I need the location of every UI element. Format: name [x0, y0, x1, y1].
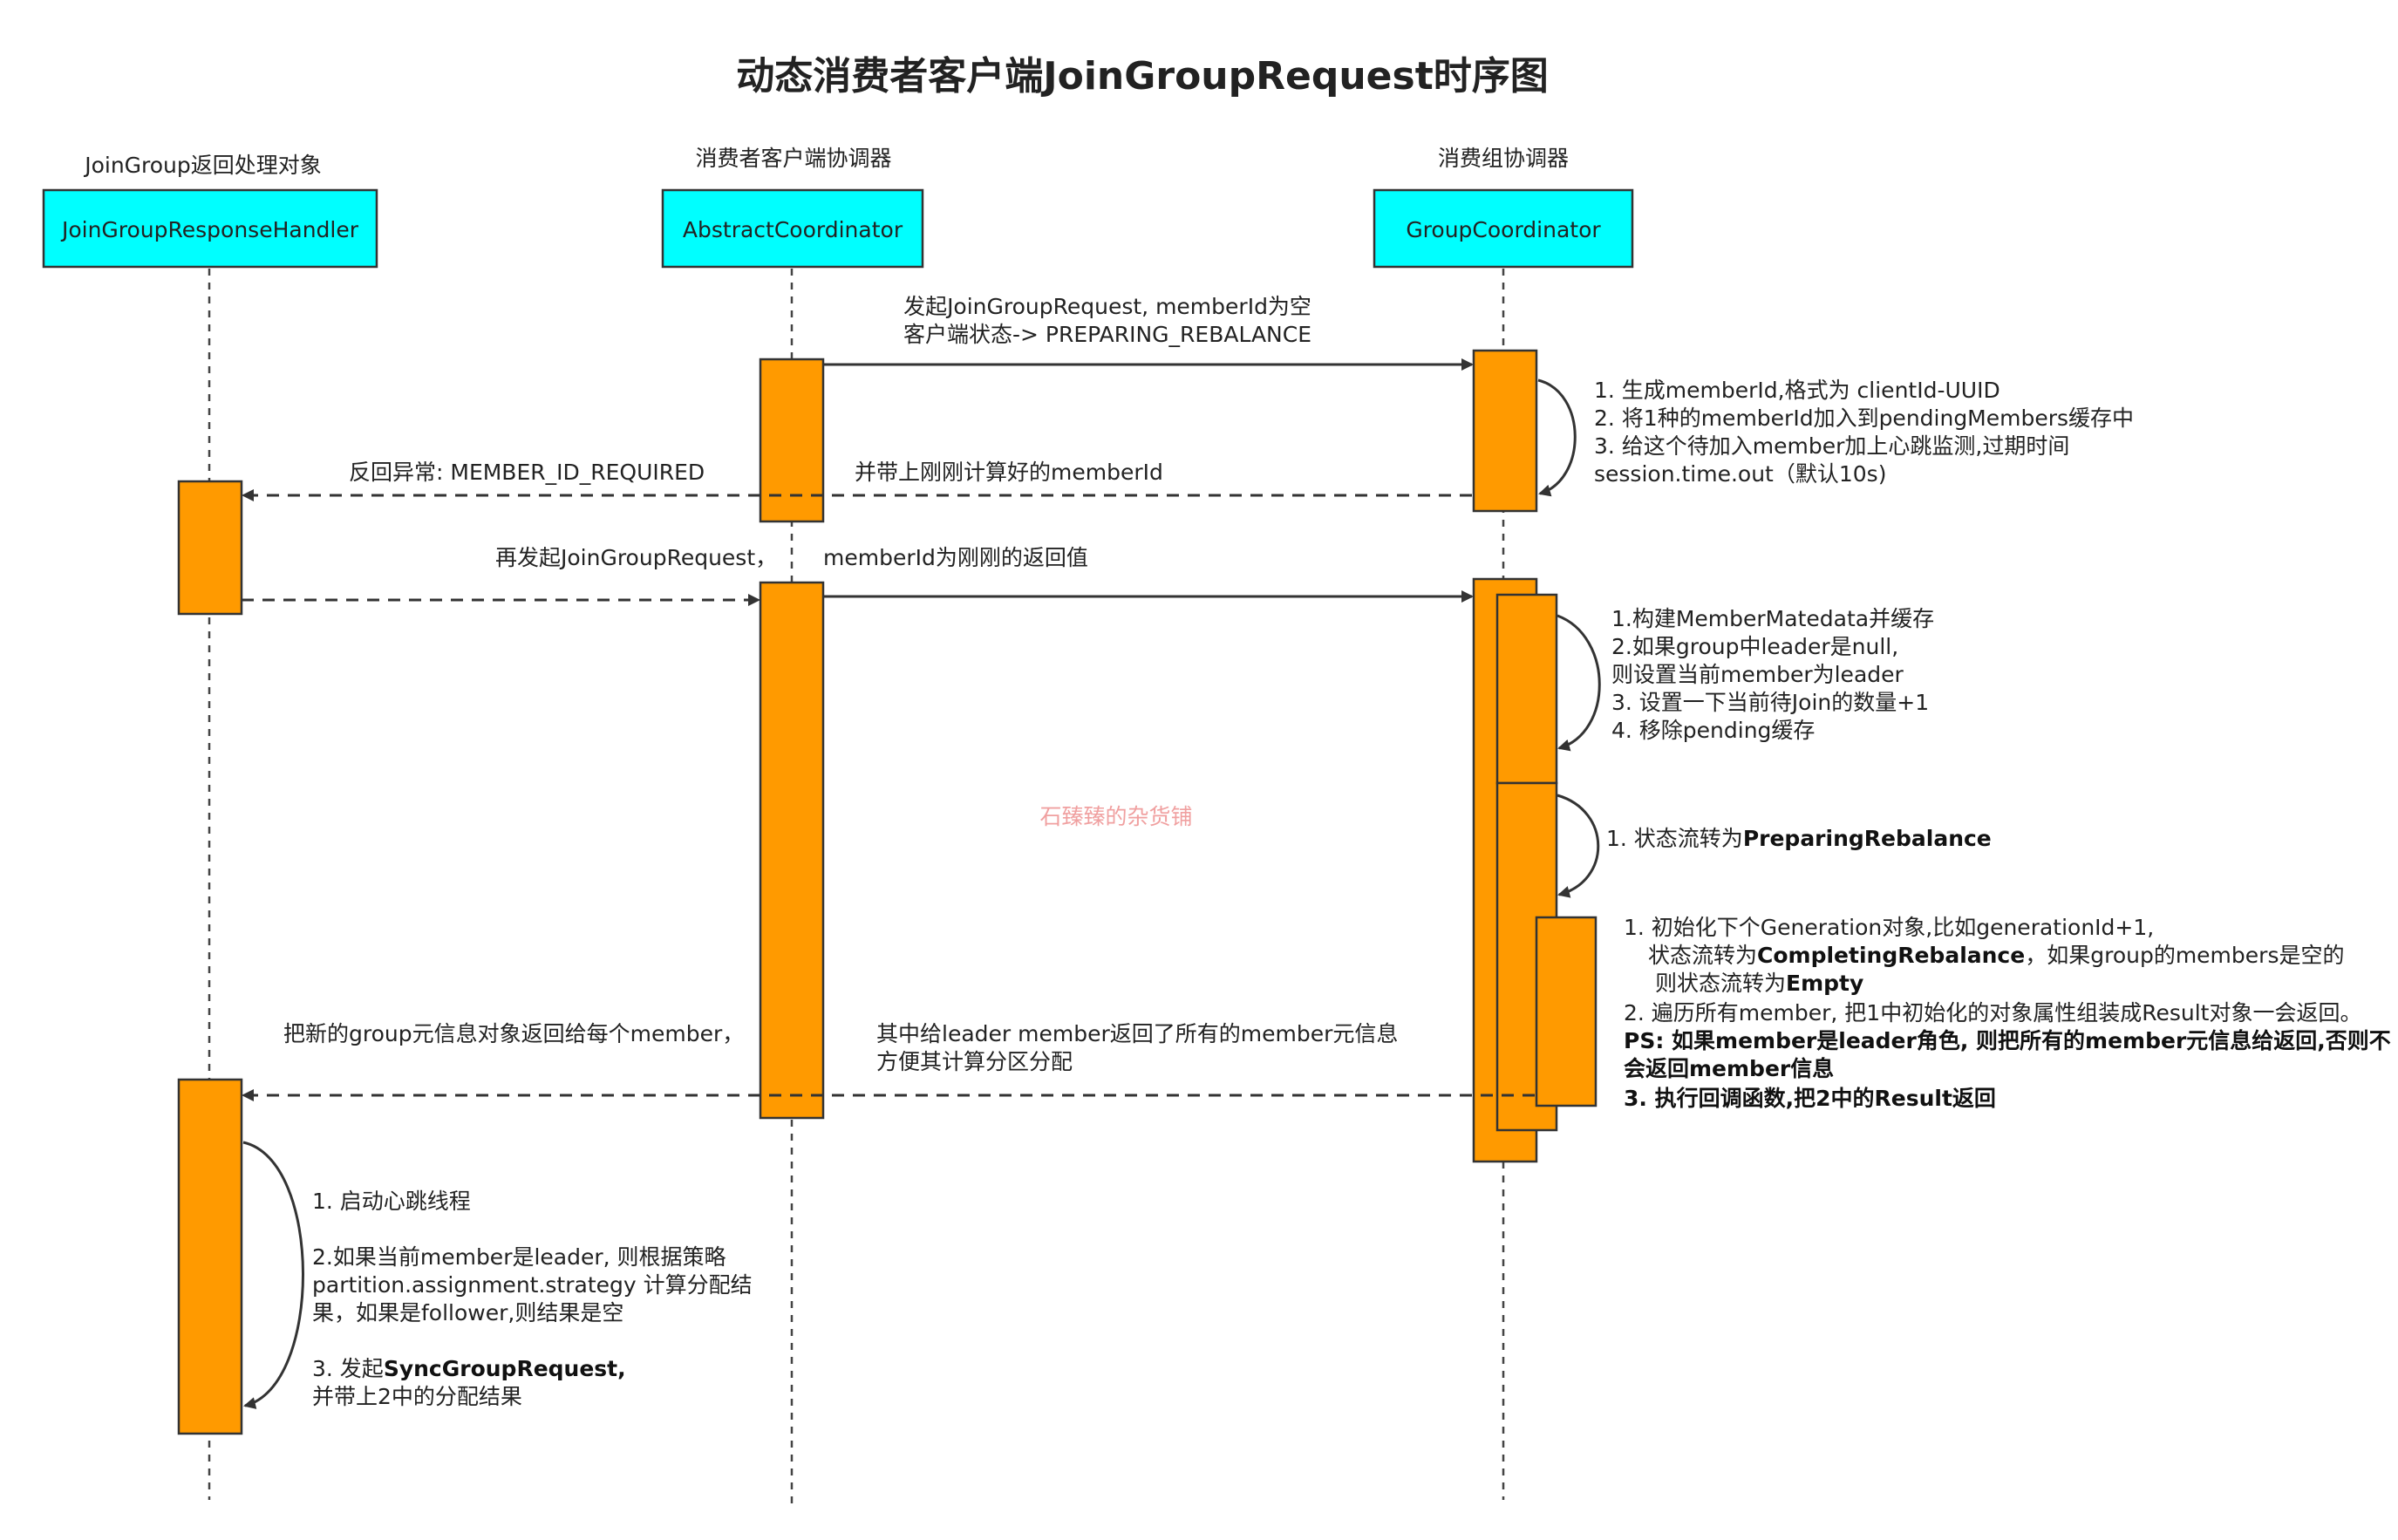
message-join-request-2a: 再发起JoinGroupRequest， [495, 545, 777, 570]
actor-caption-abstract-coordinator: 消费者客户端协调器 [695, 146, 891, 171]
activation-group-2-nested-a [1495, 593, 1558, 785]
svg-text:2.如果当前member是leader, 则根据策略: 2.如果当前member是leader, 则根据策略 [312, 1244, 726, 1270]
svg-text:则状态流转为Empty: 则状态流转为Empty [1655, 971, 1863, 996]
svg-text:1.构建MemberMatedata并缓存: 1.构建MemberMatedata并缓存 [1611, 606, 1934, 631]
self-call-3 [1557, 794, 1600, 898]
note-preparing-rebalance: 1. 状态流转为PreparingRebalance [1606, 826, 1992, 851]
svg-text:2. 将1种的memberId加入到pendingMembe: 2. 将1种的memberId加入到pendingMembers缓存中 [1594, 405, 2134, 431]
svg-text:partition.assignment.strategy: partition.assignment.strategy 计算分配结 [312, 1272, 753, 1298]
activation-group-1 [1472, 349, 1538, 513]
message-leader-metadata-line1: 其中给leader member返回了所有的member元信息 [876, 1021, 1398, 1046]
svg-text:4. 移除pending缓存: 4. 移除pending缓存 [1611, 718, 1815, 743]
self-call-1 [1537, 378, 1577, 497]
self-call-2 [1557, 614, 1601, 752]
actor-caption-handler: JoinGroup返回处理对象 [83, 153, 322, 178]
svg-text:1. 初始化下个Generation对象,比如generat: 1. 初始化下个Generation对象,比如generationId+1, [1624, 915, 2154, 940]
message-with-member-id: 并带上刚刚计算好的memberId [855, 460, 1163, 485]
actor-name-group-coordinator: GroupCoordinator [1406, 217, 1601, 242]
message-return-group-metadata: 把新的group元信息对象返回给每个member， [283, 1021, 744, 1046]
actor-handler: JoinGroupResponseHandler [42, 188, 378, 269]
actor-name-handler: JoinGroupResponseHandler [60, 217, 359, 242]
actor-caption-group-coordinator: 消费组协调器 [1438, 146, 1569, 171]
actor-name-abstract-coordinator: AbstractCoordinator [683, 217, 903, 242]
svg-text:1. 生成memberId,格式为 clientId-UUI: 1. 生成memberId,格式为 clientId-UUID [1594, 378, 2000, 403]
svg-text:果，如果是follower,则结果是空: 果，如果是follower,则结果是空 [312, 1300, 623, 1325]
svg-text:2.如果group中leader是null,: 2.如果group中leader是null, [1611, 634, 1898, 659]
note-init-generation: 1. 初始化下个Generation对象,比如generationId+1, 状… [1624, 915, 2391, 1111]
activation-handler-2 [177, 1078, 243, 1435]
message-member-id-required: 反回异常: MEMBER_ID_REQUIRED [349, 460, 705, 485]
svg-text:则设置当前member为leader: 则设置当前member为leader [1611, 662, 1904, 687]
svg-text:3. 给这个待加入member加上心跳监测,过期时间: 3. 给这个待加入member加上心跳监测,过期时间 [1594, 433, 2069, 459]
actor-group-coordinator: GroupCoordinator [1373, 188, 1634, 269]
message-leader-metadata-line2: 方便其计算分区分配 [876, 1049, 1073, 1074]
activation-abstract-2 [759, 581, 825, 1120]
watermark: 石臻臻的杂货铺 [1039, 804, 1192, 829]
svg-text:状态流转为CompletingRebalance，如果gro: 状态流转为CompletingRebalance，如果group的members… [1648, 943, 2344, 968]
actor-abstract-coordinator: AbstractCoordinator [661, 188, 924, 269]
activation-handler-1 [177, 480, 243, 616]
message-join-request-1-line2: 客户端状态-> PREPARING_REBALANCE [903, 322, 1311, 347]
message-join-request-1-line1: 发起JoinGroupRequest, memberId为空 [903, 294, 1311, 319]
svg-text:2. 遍历所有member, 把1中初始化的对象属性组装成R: 2. 遍历所有member, 把1中初始化的对象属性组装成Result对象一会返… [1624, 1000, 2361, 1026]
svg-text:session.time.out（默认10s): session.time.out（默认10s) [1594, 461, 1886, 487]
activation-abstract-1 [759, 358, 825, 523]
self-call-5 [242, 1141, 304, 1409]
note-build-member-metadata: 1.构建MemberMatedata并缓存 2.如果group中leader是n… [1611, 606, 1934, 743]
activation-group-2-nested-c [1535, 916, 1598, 1107]
diagram-title: 动态消费者客户端JoinGroupRequest时序图 [736, 54, 1548, 99]
note-heartbeat-sync: 1. 启动心跳线程 2.如果当前member是leader, 则根据策略 par… [312, 1189, 753, 1409]
svg-text:会返回member信息: 会返回member信息 [1624, 1056, 1834, 1081]
svg-text:3. 执行回调函数,把2中的Result返回: 3. 执行回调函数,把2中的Result返回 [1624, 1086, 1996, 1111]
svg-text:PS: 如果member是leader角色, 则把所有的me: PS: 如果member是leader角色, 则把所有的member元信息给返回… [1624, 1028, 2391, 1053]
svg-text:1. 启动心跳线程: 1. 启动心跳线程 [312, 1189, 471, 1214]
message-join-request-2b: memberId为刚刚的返回值 [823, 545, 1088, 570]
note-generate-member-id: 1. 生成memberId,格式为 clientId-UUID 2. 将1种的m… [1594, 378, 2134, 487]
svg-text:3. 发起SyncGroupRequest,: 3. 发起SyncGroupRequest, [312, 1356, 626, 1381]
svg-text:3. 设置一下当前待Join的数量+1: 3. 设置一下当前待Join的数量+1 [1611, 690, 1929, 715]
svg-text:并带上2中的分配结果: 并带上2中的分配结果 [312, 1384, 522, 1409]
